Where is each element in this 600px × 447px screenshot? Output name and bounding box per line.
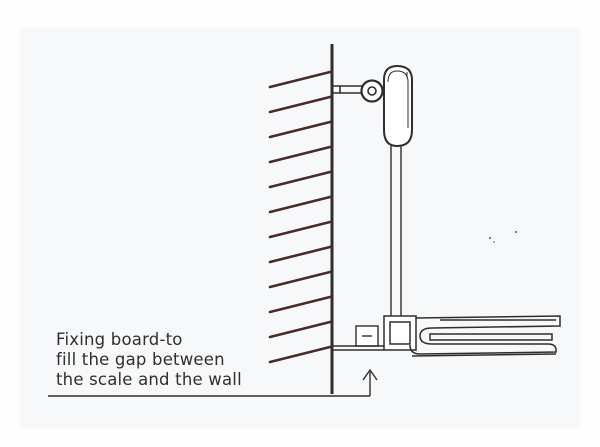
caption-line-3: the scale and the wall: [56, 370, 242, 389]
display-head: [383, 64, 413, 148]
caption-line-1: Fixing board-to: [56, 330, 183, 349]
fixing-board: [333, 325, 384, 351]
caption-pointer: [48, 368, 378, 397]
caption-line-2: fill the gap between: [56, 350, 225, 369]
fixing-board-caption: Fixing board-to fill the gap between the…: [56, 330, 242, 390]
scale-column: [390, 146, 402, 316]
paper-background: [20, 28, 580, 428]
scale-base: [383, 315, 561, 357]
wall-hatching: [268, 70, 332, 364]
wall-bracket: [333, 79, 384, 103]
paper-specks: [489, 231, 517, 243]
wall: [268, 44, 334, 394]
